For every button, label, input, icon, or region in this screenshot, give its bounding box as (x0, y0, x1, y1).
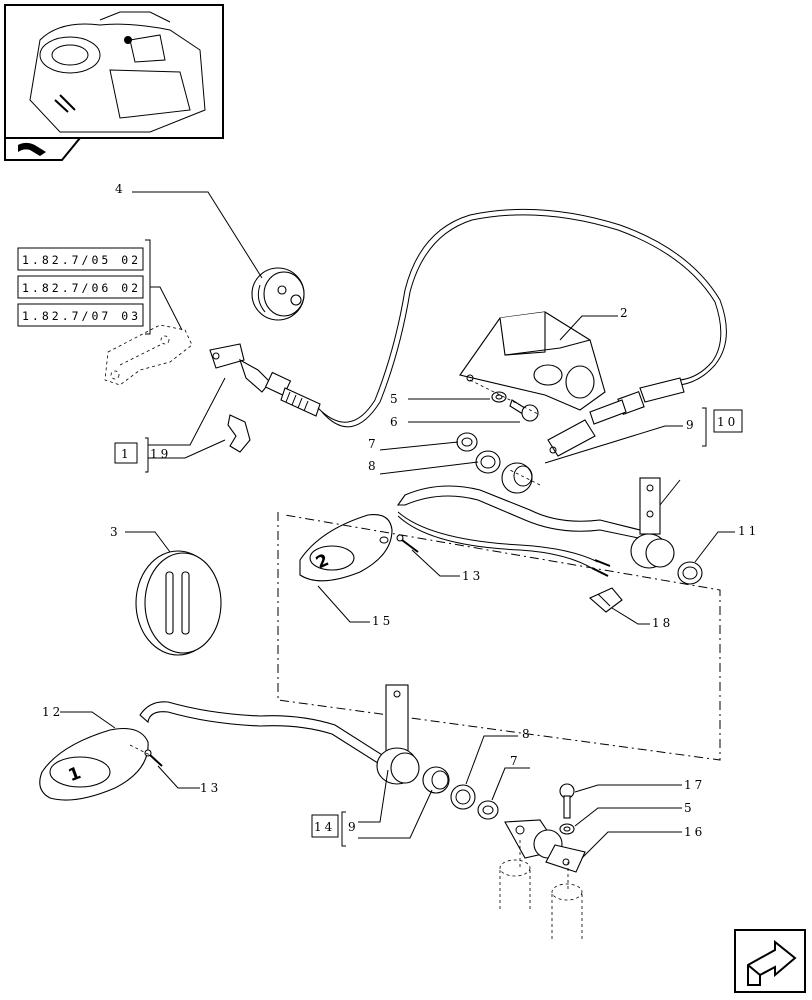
callout-18: 18 (652, 616, 673, 630)
callout-7-bottom: 7 (510, 754, 521, 768)
pin-part-17 (559, 783, 575, 819)
reference-3[interactable]: 1.82.7/07 03 (22, 309, 141, 323)
bracket-part-2 (459, 311, 606, 411)
pedal-2-assembly (299, 477, 675, 582)
callout-8-top: 8 (368, 459, 379, 473)
callout-17: 17 (684, 778, 705, 792)
ring-part-11 (677, 561, 703, 585)
cover-part-3 (135, 550, 222, 656)
callout-4: 4 (115, 182, 126, 196)
callout-13-top: 13 (462, 569, 483, 583)
next-page-arrow-icon[interactable] (734, 929, 806, 993)
ghost-bracket (104, 324, 193, 386)
clip-part-19 (227, 414, 251, 453)
reference-2[interactable]: 1.82.7/06 02 (22, 281, 141, 295)
ring-part-8-top (475, 450, 501, 474)
circlip-part-7-bottom (477, 800, 499, 820)
callout-10: 10 (717, 415, 738, 429)
section-badge-icon (18, 142, 46, 156)
bushing-part-9-bottom (422, 766, 450, 794)
callout-16: 16 (684, 825, 705, 839)
grommet-part-4 (251, 267, 305, 321)
bolt-part-6 (509, 399, 539, 422)
ghost-cylinders (499, 840, 583, 940)
reference-1[interactable]: 1.82.7/05 02 (22, 253, 141, 267)
callout-19: 19 (150, 447, 171, 461)
cable-end-left (209, 343, 321, 417)
circlip-part-7-top (456, 432, 478, 452)
callout-5-bottom: 5 (684, 801, 695, 815)
callout-7-top: 7 (368, 437, 379, 451)
callout-1: 1 (121, 447, 132, 461)
callout-9-top: 9 (686, 418, 697, 432)
callout-13-bottom: 13 (200, 781, 221, 795)
callout-8-bottom: 8 (522, 727, 533, 741)
bushing-part-9-top (501, 462, 533, 494)
clevis-part-16 (504, 819, 586, 873)
callout-14: 14 (314, 820, 335, 834)
cab-thumbnail (4, 4, 224, 161)
callout-6: 6 (390, 415, 401, 429)
ring-part-8-bottom (450, 784, 476, 810)
callout-9-bottom: 9 (348, 820, 359, 834)
screw-part-13-bottom (144, 749, 163, 767)
callout-12: 12 (42, 705, 63, 719)
assembly-group-outline (277, 512, 721, 761)
washer-part-5-top (491, 391, 507, 403)
cable-end-right (547, 377, 685, 457)
connector-part-18 (588, 587, 623, 613)
reference-list[interactable]: 1.82.7/05 02 1.82.7/06 02 1.82.7/07 03 (17, 239, 183, 335)
callout-11: 11 (738, 524, 759, 538)
screw-part-13-top (396, 534, 419, 553)
callout-5-top: 5 (390, 392, 401, 406)
callout-3: 3 (110, 525, 121, 539)
pedal-1-assembly (39, 684, 420, 801)
washer-part-5-bottom (559, 823, 575, 835)
callout-2: 2 (620, 306, 631, 320)
callout-15: 15 (372, 614, 393, 628)
